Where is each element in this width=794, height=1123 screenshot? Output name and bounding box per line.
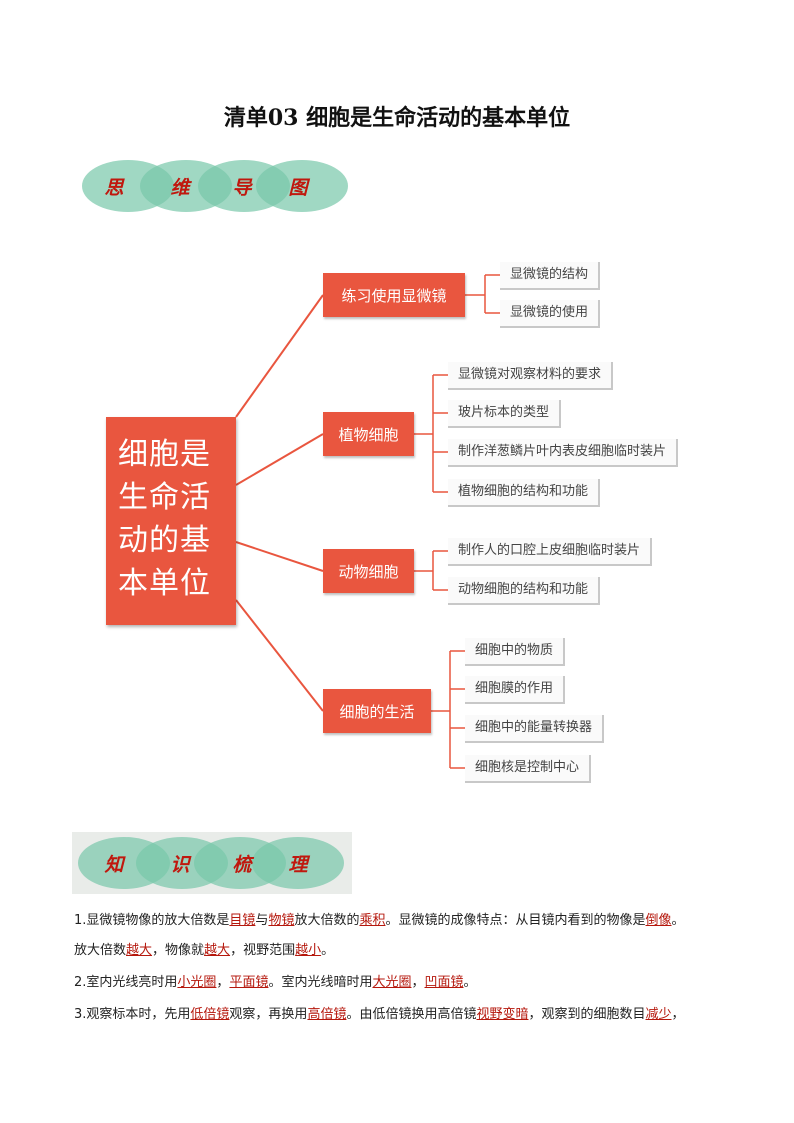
branch-node-animal-cell: 动物细胞 xyxy=(323,549,414,593)
paragraph-text: ，物像就 xyxy=(152,943,205,958)
leaf-node: 制作人的口腔上皮细胞临时装片 xyxy=(448,538,653,566)
leaf-node: 显微镜的结构 xyxy=(500,262,601,290)
banner-char: 知 xyxy=(104,854,124,876)
answer-highlight: 越大 xyxy=(204,943,231,958)
leaf-node: 制作洋葱鳞片叶内表皮细胞临时装片 xyxy=(448,439,679,467)
paragraph-text: ，视野范围 xyxy=(230,943,296,958)
paragraph-text: 观察，再换用 xyxy=(229,1007,308,1022)
leaf-node: 玻片标本的类型 xyxy=(448,400,562,428)
leaf-node: 植物细胞的结构和功能 xyxy=(448,479,601,507)
connector xyxy=(414,374,448,493)
paragraph: 2.室内光线亮时用小光圈，平面镜。室内光线暗时用大光圈，凹面镜。 xyxy=(74,974,754,992)
answer-highlight: 大光圈 xyxy=(372,975,412,990)
paragraph-text: 2.室内光线亮时用 xyxy=(74,975,178,990)
banner-circle xyxy=(256,160,348,212)
paragraph-text: 3.观察标本时，先用 xyxy=(74,1007,191,1022)
leaf-node: 细胞核是控制中心 xyxy=(465,755,592,783)
paragraph-text: 。室内光线暗时用 xyxy=(268,975,373,990)
banner-char: 识 xyxy=(170,854,190,876)
root-line: 细胞是 xyxy=(118,437,211,472)
mind-map-root: 细胞是 生命活 动的基 本单位 xyxy=(106,417,236,625)
root-line: 动的基 xyxy=(118,523,211,558)
leaf-node: 细胞中的能量转换器 xyxy=(465,715,605,743)
answer-highlight: 视野变暗 xyxy=(476,1007,529,1022)
answer-highlight: 倒像 xyxy=(645,913,672,928)
paragraph: 1.显微镜物像的放大倍数是目镜与物镜放大倍数的乘积。显微镜的成像特点：从目镜内看… xyxy=(74,912,754,930)
paragraph-text: ， xyxy=(411,975,425,990)
banner-char: 导 xyxy=(232,177,252,199)
answer-highlight: 乘积 xyxy=(359,913,386,928)
connector xyxy=(235,294,324,418)
connector xyxy=(431,650,465,769)
banner-char: 思 xyxy=(104,177,124,199)
paragraph-text: ， xyxy=(216,975,230,990)
branch-node-microscope: 练习使用显微镜 xyxy=(323,273,465,317)
paragraph-text: 。 xyxy=(321,943,335,958)
connector xyxy=(235,541,324,572)
banner-circle xyxy=(252,837,344,889)
leaf-node: 显微镜的使用 xyxy=(500,300,601,328)
banner-char: 维 xyxy=(170,177,190,199)
paragraph-text: 放大倍数的 xyxy=(294,913,360,928)
paragraph: 放大倍数越大，物像就越大，视野范围越小。 xyxy=(74,942,754,960)
banner-char: 理 xyxy=(288,854,308,876)
leaf-node: 细胞膜的作用 xyxy=(465,676,566,704)
answer-highlight: 高倍镜 xyxy=(307,1007,347,1022)
answer-highlight: 越小 xyxy=(295,943,322,958)
paragraph-text: ， xyxy=(671,1007,685,1022)
connector xyxy=(414,550,448,591)
answer-highlight: 越大 xyxy=(126,943,153,958)
answer-highlight: 平面镜 xyxy=(229,975,269,990)
paragraph-text: 放大倍数 xyxy=(74,943,127,958)
paragraph-text: 。 xyxy=(463,975,477,990)
answer-highlight: 目镜 xyxy=(229,913,256,928)
paragraph-text: 与 xyxy=(255,913,269,928)
branch-node-cell-life: 细胞的生活 xyxy=(323,689,431,733)
banner-char: 图 xyxy=(288,177,308,199)
answer-highlight: 减少 xyxy=(645,1007,672,1022)
root-line: 生命活 xyxy=(118,480,211,515)
leaf-node: 动物细胞的结构和功能 xyxy=(448,577,601,605)
paragraph: 3.观察标本时，先用低倍镜观察，再换用高倍镜。由低倍镜换用高倍镜视野变暗，观察到… xyxy=(74,1006,754,1024)
answer-highlight: 低倍镜 xyxy=(190,1007,230,1022)
banner-char: 梳 xyxy=(232,854,252,876)
paragraph-text: 。由低倍镜换用高倍镜 xyxy=(346,1007,477,1022)
answer-highlight: 凹面镜 xyxy=(424,975,464,990)
connector xyxy=(235,599,324,712)
answer-highlight: 小光圈 xyxy=(177,975,217,990)
paragraph-text: 。 xyxy=(671,913,685,928)
branch-node-plant-cell: 植物细胞 xyxy=(323,412,414,456)
leaf-node: 细胞中的物质 xyxy=(465,638,566,666)
paragraph-text: 1.显微镜物像的放大倍数是 xyxy=(74,913,230,928)
root-line: 本单位 xyxy=(118,566,211,601)
page-title: 清单03 细胞是生命活动的基本单位 xyxy=(223,105,571,131)
paragraph-text: ，观察到的细胞数目 xyxy=(528,1007,646,1022)
answer-highlight: 物镜 xyxy=(268,913,295,928)
leaf-node: 显微镜对观察材料的要求 xyxy=(448,362,614,390)
connector xyxy=(465,274,500,314)
paragraph-text: 。显微镜的成像特点：从目镜内看到的物像是 xyxy=(385,913,646,928)
connector xyxy=(235,433,324,486)
